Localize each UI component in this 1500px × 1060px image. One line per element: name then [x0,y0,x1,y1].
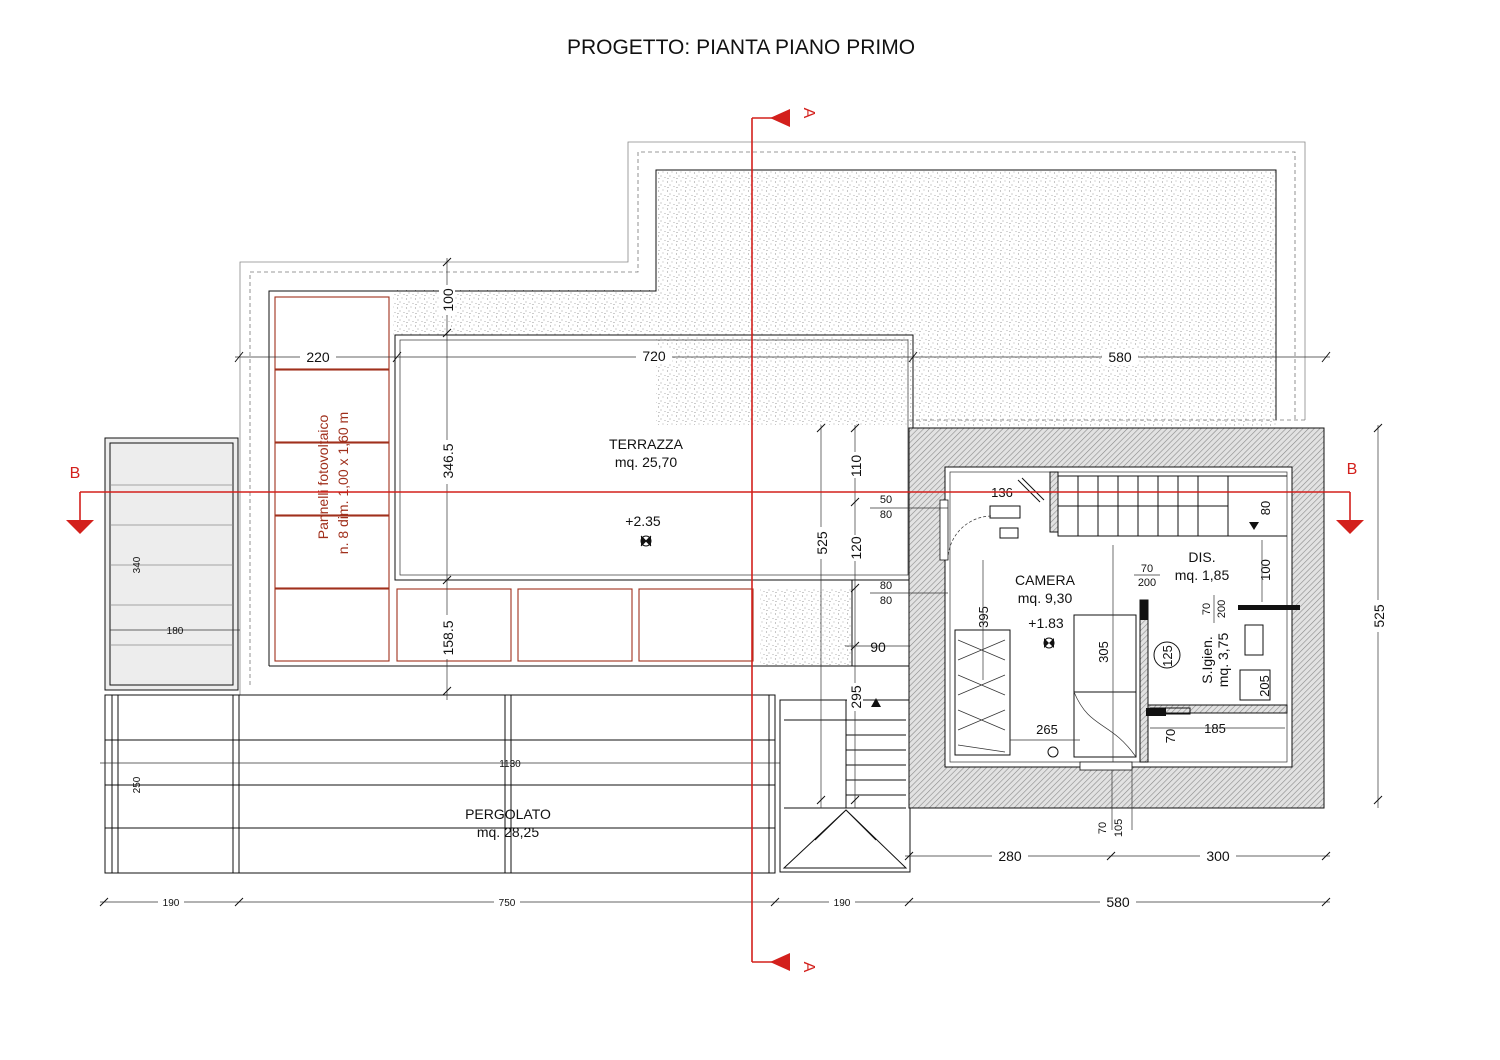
bath-area-value: mq. 3,75 [1215,633,1231,688]
external-stairs [779,698,911,873]
dim-265: 265 [1036,722,1058,737]
dim-185: 185 [1204,721,1226,736]
internal-stair-arrow-icon [1249,522,1259,530]
section-b-right-arrow-icon [1336,520,1364,534]
dim-125: 125 [1160,645,1175,667]
section-b-label-left: B [70,465,81,482]
dim-105-bottom: 105 [1113,819,1125,837]
dim-300: 300 [1206,848,1230,864]
dim-525-right: 525 [1371,604,1387,628]
drawing-title: PROGETTO: PIANTA PIANO PRIMO [567,36,915,59]
dim-205: 205 [1257,675,1272,697]
pergola: 1130 250 PERGOLATO mq. 28,25 [100,694,780,874]
dim-90: 90 [870,639,886,655]
dim-50: 50 [880,494,892,506]
terrace-level: +2.35 [625,513,661,529]
dim-70-bath: 70 [1163,729,1178,743]
section-lines: A A B B [66,108,1364,973]
section-b-label-right: B [1347,461,1358,478]
dim-580-bottom: 580 [1106,894,1130,910]
dim-280: 280 [998,848,1022,864]
door-200: 200 [1138,577,1156,589]
terrace-name: TERRAZZA [609,436,684,452]
dim-580-top: 580 [1108,349,1132,365]
dim-180: 180 [167,626,184,637]
door-200b: 200 [1216,600,1228,618]
stair-direction-icon [871,698,881,707]
dim-220: 220 [306,349,330,365]
dim-100-hall: 100 [1258,559,1273,581]
section-a-label-bottom: A [800,962,817,973]
gravel-area-stair [760,588,852,666]
gravel-area-right [912,336,1276,426]
left-balcony: 180 340 [104,437,240,691]
dim-190-b: 190 [834,898,851,909]
dim-346: 346.5 [440,443,456,478]
dim-80-c: 80 [880,595,892,607]
solar-panels: Pannelli fotovoltaico n. 8 dim. 1,00 x 1… [274,296,754,662]
solar-panels-label-1: Pannelli fotovoltaico [315,415,331,540]
section-b-left-arrow-icon [66,520,94,534]
door-70b: 70 [1201,603,1213,615]
door-70: 70 [1141,563,1153,575]
roof-outline [239,141,1306,695]
bedroom-area-value: mq. 9,30 [1018,590,1073,606]
hall-name: DIS. [1188,549,1215,565]
dim-720: 720 [642,348,666,364]
terrace-area: TERRAZZA mq. 25,70 +2.35 [394,334,914,666]
bath-name: S.Igien. [1199,636,1215,683]
bedroom-level: +1.83 [1028,615,1064,631]
house-block: CAMERA mq. 9,30 +1.83 DIS. mq. 1,85 S.Ig… [908,427,1325,830]
dimension-lines: 220 720 580 100 346.5 158.5 525 110 120 … [99,257,1387,910]
level-marker-icon [640,535,652,547]
dim-100-top: 100 [440,288,456,312]
dim-190-a: 190 [163,898,180,909]
pergola-name: PERGOLATO [465,806,551,822]
hall-area-value: mq. 1,85 [1175,567,1230,583]
level-marker-icon [1043,637,1055,649]
dim-80-b: 80 [880,580,892,592]
dim-525-left: 525 [814,531,830,555]
dim-750: 750 [499,898,516,909]
dim-80-hall: 80 [1258,501,1273,515]
dim-80-a: 80 [880,509,892,521]
dim-70-bottom: 70 [1097,822,1109,834]
section-a-top-arrow-icon [770,109,790,127]
dim-295: 295 [848,685,864,709]
section-a-label-top: A [800,108,817,119]
dim-340: 340 [132,556,143,573]
dim-250: 250 [132,776,143,793]
pergola-area-value: mq. 28,25 [477,824,539,840]
section-a-bottom-arrow-icon [770,953,790,971]
dim-110: 110 [848,455,864,478]
dim-395: 395 [976,606,991,628]
dim-1130: 1130 [499,759,521,770]
dim-120: 120 [848,536,864,560]
dim-305: 305 [1096,641,1111,663]
dim-158: 158.5 [440,620,456,655]
gravel-area-left [393,290,658,336]
solar-panels-label-2: n. 8 dim. 1,00 x 1,60 m [335,412,351,554]
terrace-area-value: mq. 25,70 [615,454,677,470]
bedroom-name: CAMERA [1015,572,1076,588]
